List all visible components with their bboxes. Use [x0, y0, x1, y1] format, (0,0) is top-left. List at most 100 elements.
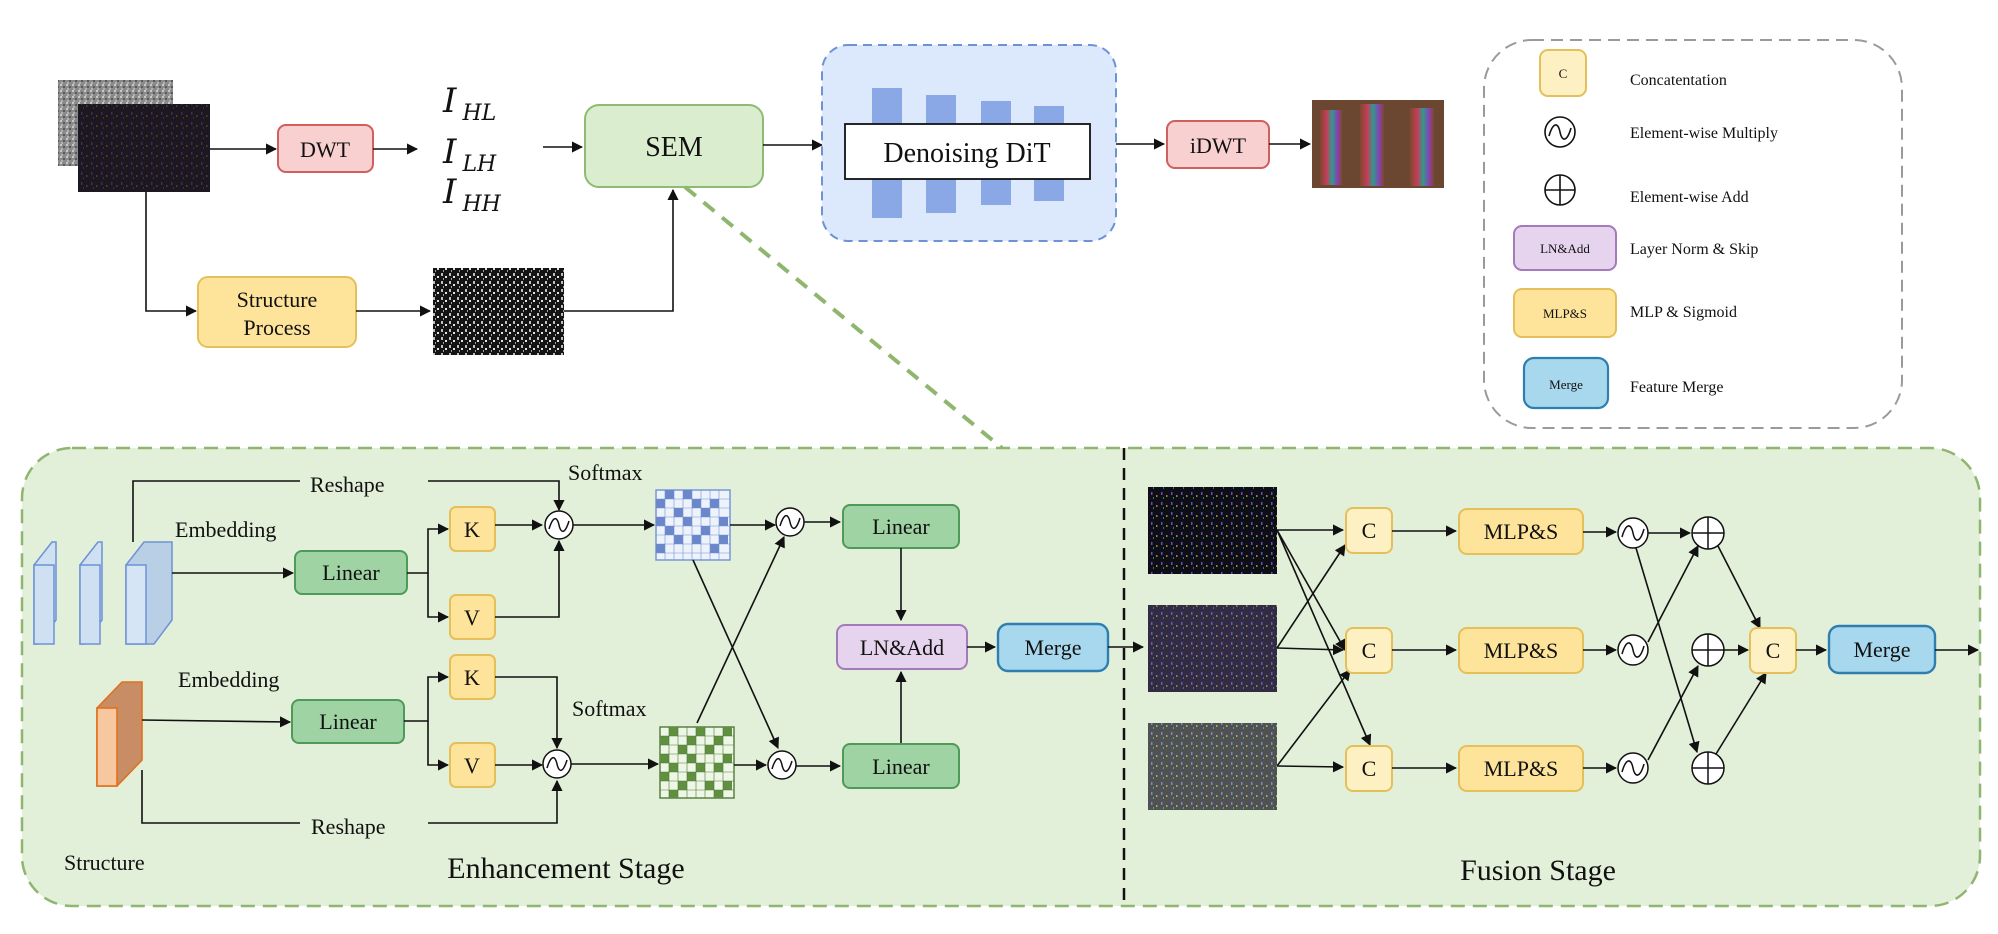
denoising-dit-block: Denoising DiT [821, 44, 1117, 242]
svg-text:Linear: Linear [319, 709, 377, 734]
svg-text:Merge: Merge [1853, 637, 1910, 662]
legend-merge-label: Feature Merge [1630, 379, 1723, 396]
dit-label: Denoising DiT [883, 138, 1050, 169]
legend-multiply-icon [1544, 116, 1576, 148]
fusion-multiply-icon-1 [1617, 517, 1649, 549]
svg-text:K: K [464, 517, 480, 542]
value-box-top: V [449, 594, 496, 640]
fusion-feature-image-2 [1148, 605, 1277, 692]
reshape-label-bottom: Reshape [311, 814, 386, 839]
sem-label: SEM [645, 132, 703, 163]
legend-merge-symbol-label: Merge [1549, 377, 1583, 392]
key-box-top: K [449, 506, 496, 552]
svg-text:Linear: Linear [872, 754, 930, 779]
sem-box: SEM [584, 104, 764, 188]
concat-box-2: C [1345, 627, 1393, 674]
mlp-box-2: MLP&S [1458, 627, 1584, 674]
fusion-stage-title: Fusion Stage [1460, 854, 1616, 887]
svg-text:Linear: Linear [322, 560, 380, 585]
fusion-add-icon-3 [1691, 751, 1725, 785]
embedding-label-bottom: Embedding [178, 667, 279, 692]
idwt-label: iDWT [1190, 133, 1247, 158]
merge-box-enhancement: Merge [996, 622, 1110, 673]
fusion-add-icon-1 [1691, 516, 1725, 550]
svg-text:C: C [1362, 518, 1377, 543]
structure-process-label-1: Structure [237, 287, 318, 312]
fusion-multiply-icon-2 [1617, 634, 1649, 666]
svg-text:MLP&S: MLP&S [1484, 756, 1559, 781]
merge-box-fusion: Merge [1827, 624, 1937, 675]
softmax-label-top: Softmax [568, 460, 643, 485]
fusion-multiply-icon-3 [1617, 752, 1649, 784]
structure-label: Structure [64, 850, 145, 875]
legend-mlp-symbol [1513, 288, 1617, 338]
fusion-feature-image-1 [1148, 487, 1277, 574]
enhancement-stage-title: Enhancement Stage [447, 852, 684, 885]
structure-plane [96, 681, 143, 787]
fusion-add-icon-2 [1691, 633, 1725, 667]
legend: C Concatentation Element-wise Multiply E… [1483, 39, 1903, 429]
legend-mlp-symbol-label: MLP&S [1543, 306, 1587, 321]
svg-text:Linear: Linear [872, 514, 930, 539]
legend-multiply-label: Element-wise Multiply [1630, 125, 1778, 142]
concat-box-1: C [1345, 507, 1393, 554]
structure-process-box: Structure Process [197, 276, 357, 348]
legend-concat-symbol-label: C [1559, 66, 1568, 81]
svg-text:C: C [1362, 638, 1377, 663]
dwt-box: DWT [277, 124, 374, 173]
linear-box-bottom-right: Linear [842, 743, 960, 789]
legend-ln-add-label: Layer Norm & Skip [1630, 241, 1758, 258]
mlp-box-1: MLP&S [1458, 508, 1584, 555]
multiply-icon-top-2 [775, 507, 805, 537]
attention-map-bottom [659, 726, 735, 799]
legend-mlp-label: MLP & Sigmoid [1630, 304, 1737, 321]
value-box-bottom: V [449, 742, 496, 788]
ln-add-box: LN&Add [836, 624, 968, 670]
concat-box-final: C [1749, 627, 1797, 674]
legend-merge-symbol [1522, 356, 1610, 410]
enhanced-output-image [1312, 100, 1444, 188]
linear-box-top-left: Linear [294, 550, 408, 595]
sem-zoom-line [683, 185, 1004, 450]
multiply-icon-top-1 [544, 510, 574, 540]
key-box-bottom: K [449, 654, 496, 700]
legend-ln-add-symbol-label: LN&Add [1540, 241, 1590, 256]
low-light-input-detail [78, 104, 210, 192]
linear-box-bottom-left: Linear [291, 699, 405, 744]
svg-text:C: C [1766, 638, 1781, 663]
legend-ln-add-symbol [1513, 225, 1617, 271]
svg-text:K: K [464, 665, 480, 690]
enhancement-stage: Reshape Softmax Embedding Linear K V [33, 460, 1145, 885]
linear-box-top-right: Linear [842, 504, 960, 549]
softmax-label-bottom: Softmax [572, 696, 647, 721]
legend-add-icon [1544, 174, 1576, 206]
attention-map-top [655, 489, 731, 561]
legend-concat-symbol [1539, 49, 1587, 97]
svg-text:V: V [464, 605, 480, 630]
legend-add-label: Element-wise Add [1630, 189, 1749, 206]
svg-text:C: C [1362, 756, 1377, 781]
dwt-label: DWT [300, 137, 351, 162]
structure-process-label-2: Process [243, 315, 310, 340]
multiply-icon-bottom-1 [542, 749, 572, 779]
feature-planes [33, 541, 173, 645]
idwt-box: iDWT [1166, 120, 1270, 169]
fusion-stage: C C C MLP&S MLP&S MLP&S [1148, 487, 1980, 887]
multiply-icon-bottom-2 [767, 750, 797, 780]
svg-text:LN&Add: LN&Add [860, 635, 944, 660]
mlp-box-3: MLP&S [1458, 745, 1584, 792]
reshape-label-top: Reshape [310, 472, 385, 497]
svg-text:MLP&S: MLP&S [1484, 638, 1559, 663]
fusion-feature-image-3 [1148, 723, 1277, 810]
concat-box-3: C [1345, 745, 1393, 792]
embedding-label-top: Embedding [175, 517, 276, 542]
svg-text:MLP&S: MLP&S [1484, 519, 1559, 544]
svg-text:V: V [464, 753, 480, 778]
structure-map-image [433, 268, 564, 355]
legend-concat-label: Concatentation [1630, 72, 1727, 89]
